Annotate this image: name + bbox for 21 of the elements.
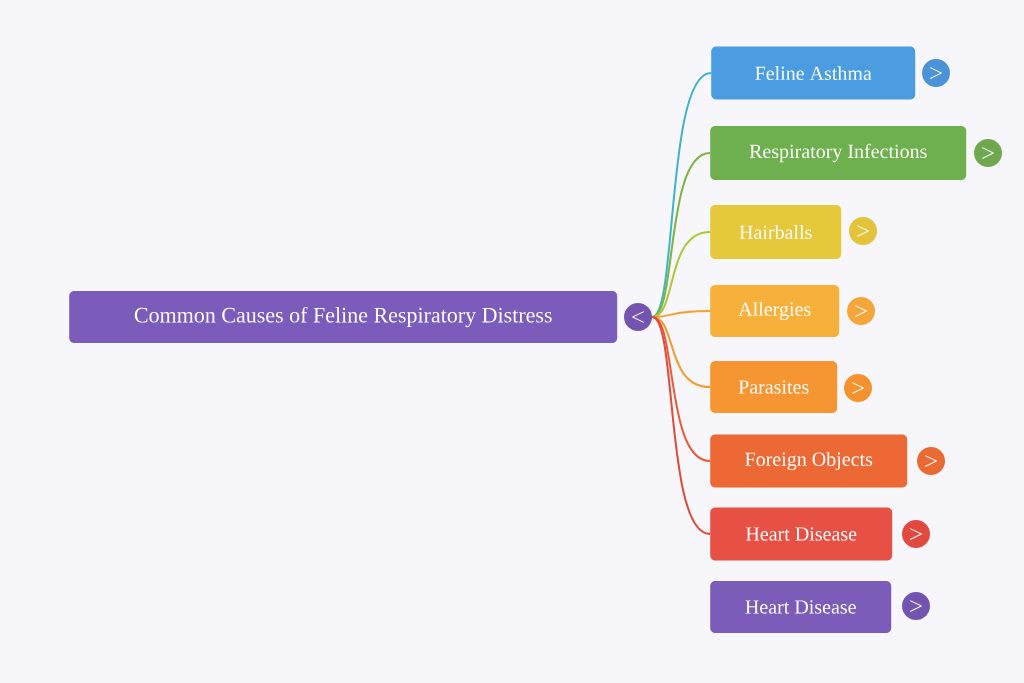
expand-button: > bbox=[849, 217, 877, 245]
topic-box: Parasites bbox=[710, 361, 838, 413]
expand-button: > bbox=[902, 520, 930, 548]
topic-box: Feline Asthma bbox=[711, 46, 916, 100]
topic-box: Foreign Objects bbox=[710, 434, 908, 488]
expand-button: > bbox=[922, 59, 950, 87]
connector bbox=[651, 152, 711, 318]
expand-button: > bbox=[847, 297, 875, 325]
topic-box: Allergies bbox=[710, 285, 840, 337]
expand-button: > bbox=[917, 447, 945, 475]
topic-box: Heart Disease bbox=[710, 507, 893, 561]
topic-box: Respiratory Infections bbox=[710, 126, 967, 180]
topic-box: Heart Disease bbox=[710, 581, 892, 633]
expand-button: > bbox=[844, 374, 872, 402]
expand-button: > bbox=[974, 139, 1002, 167]
connector bbox=[651, 316, 711, 462]
connector bbox=[651, 316, 711, 535]
topic-box: Common Causes of Feline Respiratory Distress bbox=[69, 291, 618, 343]
topic-box: Hairballs bbox=[710, 205, 842, 259]
expand-button: > bbox=[902, 592, 930, 620]
collapse-button: < bbox=[624, 303, 652, 331]
